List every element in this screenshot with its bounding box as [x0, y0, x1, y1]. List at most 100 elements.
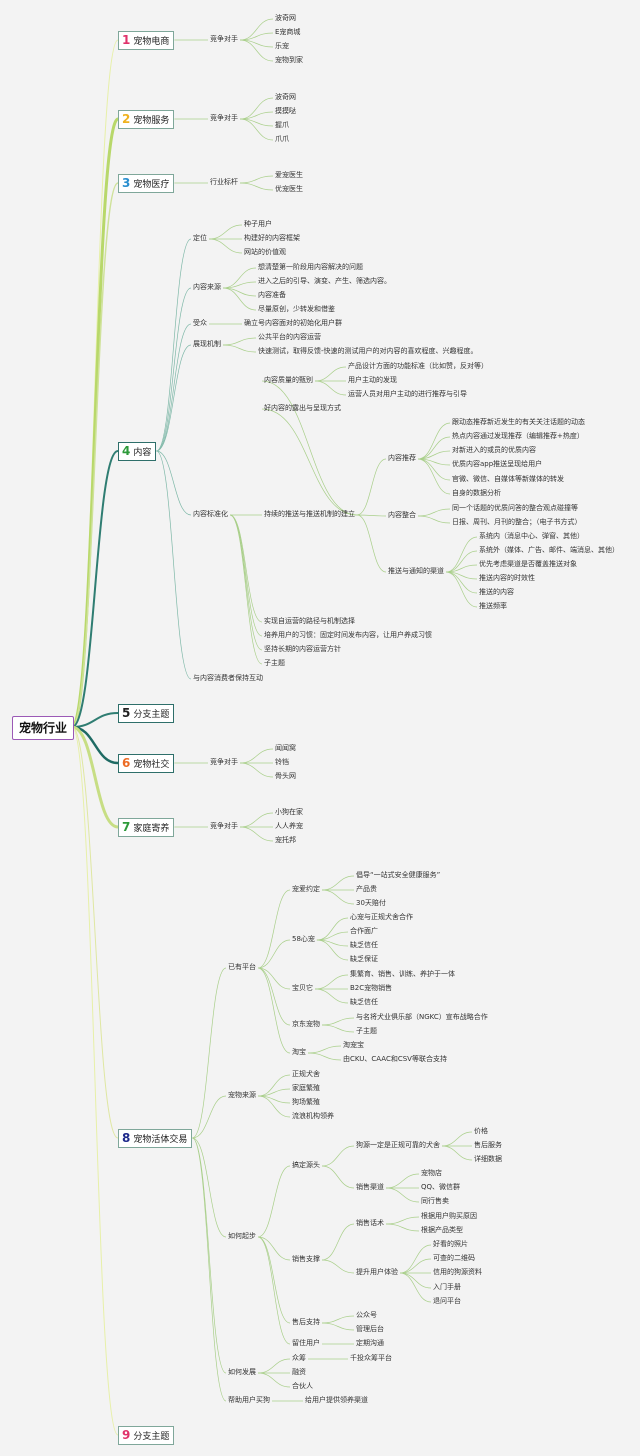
- mindmap-node[interactable]: 系统外（媒体、广告、邮件、端消息、其他）: [479, 546, 619, 554]
- mindmap-node[interactable]: 家庭繁殖: [292, 1084, 320, 1092]
- mindmap-node[interactable]: 网站的价值观: [244, 248, 286, 256]
- mindmap-node[interactable]: 握爪: [275, 121, 289, 129]
- mindmap-node[interactable]: 销售支撑: [292, 1255, 320, 1263]
- mindmap-node[interactable]: 展现机制: [193, 340, 221, 348]
- mindmap-node[interactable]: 内容准备: [258, 291, 286, 299]
- mindmap-node[interactable]: 狗源一定是正规可靠的犬舍: [356, 1141, 440, 1149]
- mindmap-node[interactable]: 已有平台: [228, 963, 256, 971]
- mindmap-node[interactable]: 同行售卖: [421, 1197, 449, 1205]
- mindmap-node[interactable]: 运营人员对用户主动的进行推荐与引导: [348, 390, 467, 398]
- mindmap-node[interactable]: 铃铛: [275, 758, 289, 766]
- mindmap-node[interactable]: 同一个话题的优质问答的整合观点碰撞等: [452, 504, 578, 512]
- mindmap-node[interactable]: 价格: [474, 1127, 488, 1135]
- mindmap-node[interactable]: 公众号: [356, 1311, 377, 1319]
- mindmap-node[interactable]: 闻闻窝: [275, 744, 296, 752]
- mindmap-node[interactable]: 人人养宠: [275, 822, 303, 830]
- mindmap-node[interactable]: 实现自运营的路径与机制选择: [264, 617, 355, 625]
- mindmap-node[interactable]: 融资: [292, 1368, 306, 1376]
- mindmap-node[interactable]: 售后支持: [292, 1318, 320, 1326]
- mindmap-node[interactable]: 留住用户: [292, 1339, 320, 1347]
- mindmap-node[interactable]: E宠商城: [275, 28, 301, 36]
- mindmap-node[interactable]: 帮助用户买狗: [228, 1396, 270, 1404]
- mindmap-node[interactable]: 流浪机构领养: [292, 1112, 334, 1120]
- mindmap-node[interactable]: 众筹: [292, 1354, 306, 1362]
- mindmap-node[interactable]: 官微、微信、自媒体等新媒体的转发: [452, 475, 564, 483]
- mindmap-node[interactable]: 优先考虑渠道是否覆盖推送对象: [479, 560, 577, 568]
- mindmap-node[interactable]: 子主题: [264, 659, 285, 667]
- mindmap-node[interactable]: 想清楚第一阶段用内容解决的问题: [258, 263, 363, 271]
- mindmap-node[interactable]: 坚持长期的内容运营方针: [264, 645, 341, 653]
- mindmap-node[interactable]: 定位: [193, 234, 207, 242]
- mindmap-node[interactable]: 信用的狗源资料: [433, 1268, 482, 1276]
- mindmap-node[interactable]: 宠物来源: [228, 1091, 256, 1099]
- mindmap-node[interactable]: 定期沟通: [356, 1339, 384, 1347]
- mindmap-node[interactable]: 根据用户购买原因: [421, 1212, 477, 1220]
- mindmap-node[interactable]: 搞定源头: [292, 1161, 320, 1169]
- mindmap-node[interactable]: 产品设计方面的功能标准（比如赞，反对等）: [348, 362, 488, 370]
- mindmap-node[interactable]: 骨头网: [275, 772, 296, 780]
- mindmap-node[interactable]: 缺乏保证: [350, 955, 378, 963]
- mindmap-node[interactable]: 推送与通知的渠道: [388, 567, 444, 575]
- mindmap-node[interactable]: 好看的照片: [433, 1240, 468, 1248]
- mindmap-node[interactable]: 千投众筹平台: [350, 1354, 392, 1362]
- mindmap-node[interactable]: 优宠医生: [275, 185, 303, 193]
- mindmap-node[interactable]: 根据产品类型: [421, 1226, 463, 1234]
- mindmap-node[interactable]: 宠物店: [421, 1169, 442, 1177]
- mindmap-node[interactable]: 爱宠医生: [275, 171, 303, 179]
- mindmap-node[interactable]: 确立号内容面对的初始化用户群: [244, 319, 342, 327]
- mindmap-node[interactable]: 集繁育、销售、训练、养护于一体: [350, 970, 455, 978]
- mindmap-node[interactable]: 内容质量的甄别: [264, 376, 313, 384]
- mindmap-node[interactable]: 自身的数据分析: [452, 489, 501, 497]
- mindmap-node[interactable]: 由CKU、CAAC和CSV等联合支持: [343, 1055, 447, 1063]
- mindmap-node[interactable]: 竞争对手: [210, 114, 238, 122]
- mindmap-node[interactable]: 波奇网: [275, 14, 296, 22]
- mindmap-node[interactable]: 销售渠道: [356, 1183, 384, 1191]
- mindmap-node[interactable]: 内容推荐: [388, 454, 416, 462]
- mindmap-node[interactable]: 京东宠物: [292, 1020, 320, 1028]
- mindmap-node[interactable]: 用户主动的发现: [348, 376, 397, 384]
- mindmap-node[interactable]: 内容来源: [193, 283, 221, 291]
- mindmap-node[interactable]: B2C宠物销售: [350, 984, 393, 992]
- mindmap-node[interactable]: 推送频率: [479, 602, 507, 610]
- mindmap-node[interactable]: 日报、周刊、月刊的整合；（电子书方式）: [452, 518, 582, 526]
- mindmap-node[interactable]: 30天赔付: [356, 899, 386, 907]
- mindmap-node[interactable]: 内容标准化: [193, 510, 228, 518]
- mindmap-node[interactable]: 心宠与正规犬舍合作: [350, 913, 413, 921]
- mindmap-node[interactable]: 缺乏信任: [350, 998, 378, 1006]
- mindmap-node[interactable]: 售后服务: [474, 1141, 502, 1149]
- mindmap-node[interactable]: 如何发展: [228, 1368, 256, 1376]
- mindmap-node[interactable]: 波奇网: [275, 93, 296, 101]
- mindmap-node[interactable]: 竞争对手: [210, 822, 238, 830]
- mindmap-node[interactable]: 倡导“一站式安全健康服务”: [356, 871, 441, 879]
- mindmap-node[interactable]: 热点内容通过发现推荐（编辑推荐+热度）: [452, 432, 584, 440]
- mindmap-node[interactable]: 对新进入的或员的优质内容: [452, 446, 536, 454]
- mindmap-node[interactable]: 受众: [193, 319, 207, 327]
- mindmap-node[interactable]: 淘宠宝: [343, 1041, 364, 1049]
- mindmap-node[interactable]: 提升用户体验: [356, 1268, 398, 1276]
- mindmap-node[interactable]: 竞争对手: [210, 35, 238, 43]
- mindmap-node[interactable]: 内容整合: [388, 511, 416, 519]
- mindmap-node[interactable]: 详细数据: [474, 1155, 502, 1163]
- mindmap-node[interactable]: 行业标杆: [210, 178, 238, 186]
- mindmap-node[interactable]: 好内容的露出与呈现方式: [264, 404, 341, 412]
- mindmap-node[interactable]: 宠爱约定: [292, 885, 320, 893]
- mindmap-node[interactable]: 产品贵: [356, 885, 377, 893]
- mindmap-node[interactable]: 与内容消费者保持互动: [193, 674, 263, 682]
- mindmap-node[interactable]: 推送内容的时效性: [479, 574, 535, 582]
- mindmap-node[interactable]: 推送的内容: [479, 588, 514, 596]
- mindmap-node[interactable]: 持续的推送与推送机制的建立: [264, 510, 355, 518]
- mindmap-node[interactable]: 销售话术: [356, 1219, 384, 1227]
- mindmap-node[interactable]: 入门手册: [433, 1283, 461, 1291]
- mindmap-node[interactable]: 合作面广: [350, 927, 378, 935]
- mindmap-node[interactable]: 公共平台的内容运营: [258, 333, 321, 341]
- mindmap-node[interactable]: 子主题: [356, 1027, 377, 1035]
- mindmap-node[interactable]: 乐宠: [275, 42, 289, 50]
- mindmap-node[interactable]: 尽量原创，少转发和借鉴: [258, 305, 335, 313]
